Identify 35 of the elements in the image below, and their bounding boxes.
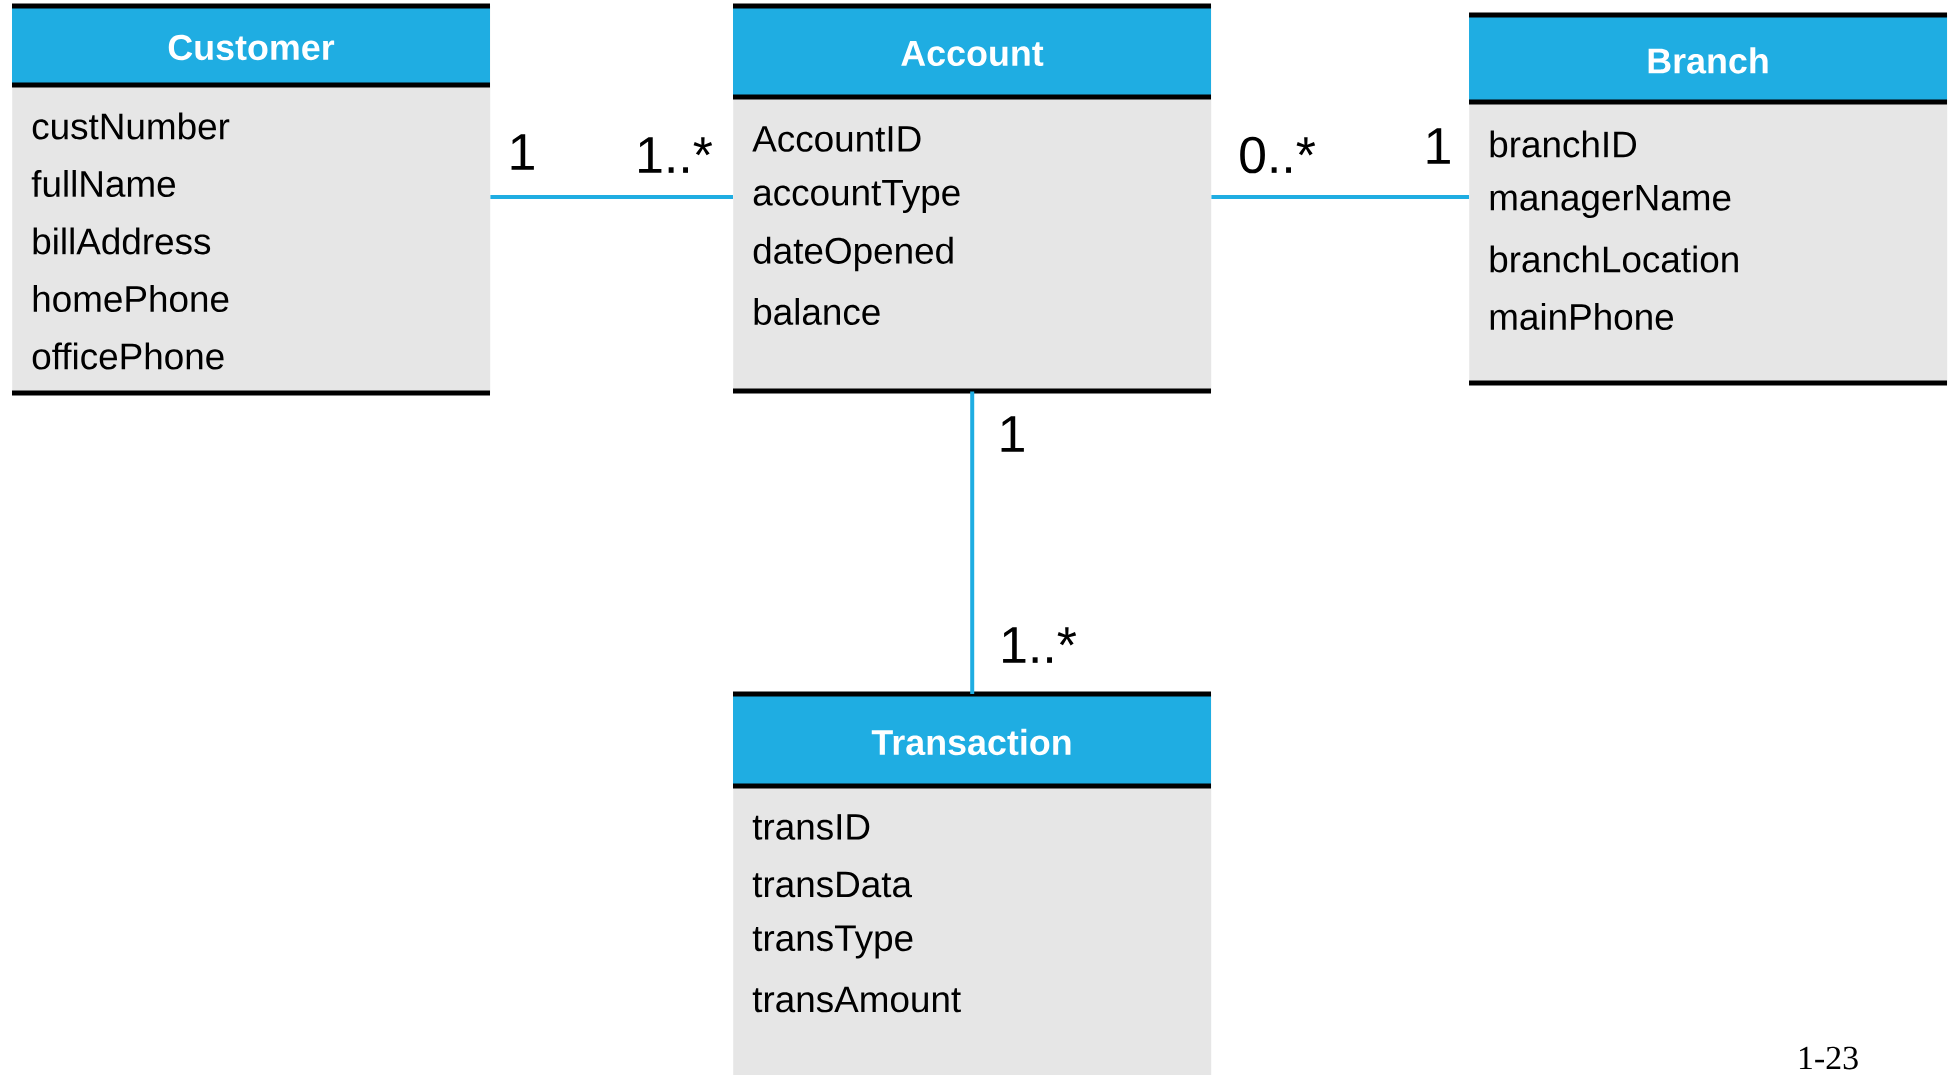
multiplicity: 1 — [1427, 128, 1450, 164]
multiplicity: 1 — [1001, 416, 1024, 452]
class-box — [12, 3, 491, 396]
class-box — [733, 3, 1212, 394]
class-name: Transaction — [871, 728, 1071, 756]
attribute: fullName — [31, 170, 175, 198]
class-name: Customer — [168, 34, 335, 61]
attribute: branchID — [1490, 130, 1636, 158]
attribute: transAmount — [752, 986, 961, 1013]
attribute: AccountID — [752, 126, 921, 152]
attribute: custNumber — [32, 112, 230, 140]
attribute: dateOpened — [753, 236, 953, 272]
class-name: Account — [901, 41, 1044, 66]
attribute: officePhone — [32, 342, 224, 370]
connector-line — [1211, 195, 1469, 199]
connector-line — [490, 195, 733, 199]
attribute: transData — [752, 871, 912, 898]
attribute: branchLocation — [1490, 245, 1738, 273]
attribute: transID — [752, 814, 870, 840]
attribute: homePhone — [33, 285, 229, 313]
attribute: managerName — [1490, 185, 1731, 218]
connector-line — [970, 391, 975, 694]
attribute: accountType — [753, 180, 960, 213]
multiplicity: 0..* — [1240, 136, 1316, 174]
class-name: Branch — [1648, 47, 1768, 74]
attribute: balance — [754, 298, 880, 326]
multiplicity: 1 — [511, 134, 534, 170]
attribute: transType — [752, 925, 913, 959]
attribute: billAddress — [33, 227, 211, 255]
class-box — [733, 691, 1212, 1075]
class-box — [1469, 12, 1948, 386]
attribute: mainPhone — [1490, 303, 1674, 331]
page-number: 1-23 — [1799, 1046, 1858, 1070]
multiplicity: 1..* — [639, 137, 713, 173]
multiplicity: 1..* — [1003, 627, 1077, 663]
